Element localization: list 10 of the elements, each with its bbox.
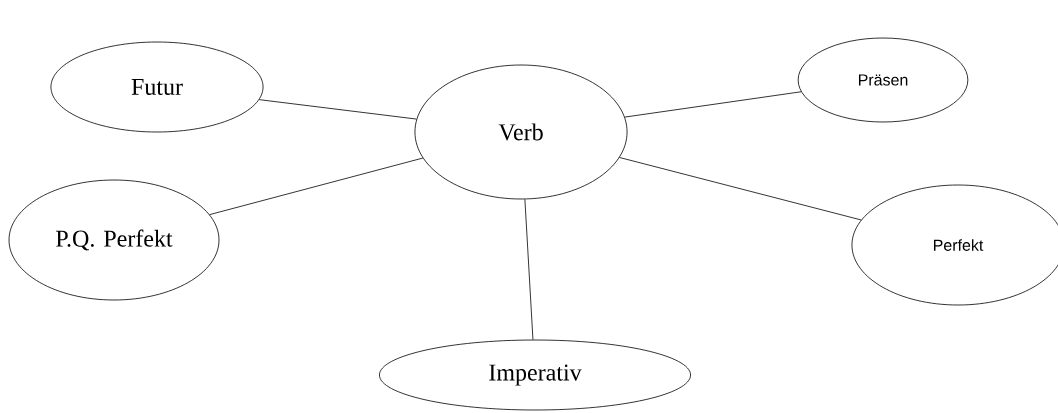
ellipse-node: P.Q. Perfekt [8, 179, 220, 301]
connector-line [258, 99, 417, 120]
ellipse-node: Imperativ [379, 339, 691, 411]
connector-line [524, 198, 534, 340]
ellipse-node: Futur [50, 41, 264, 133]
connector-line [209, 157, 424, 215]
ellipse-node: Präsen [797, 37, 969, 123]
connector-line [619, 157, 862, 221]
connector-line [624, 91, 802, 118]
ellipse-node: Verb [414, 64, 628, 200]
